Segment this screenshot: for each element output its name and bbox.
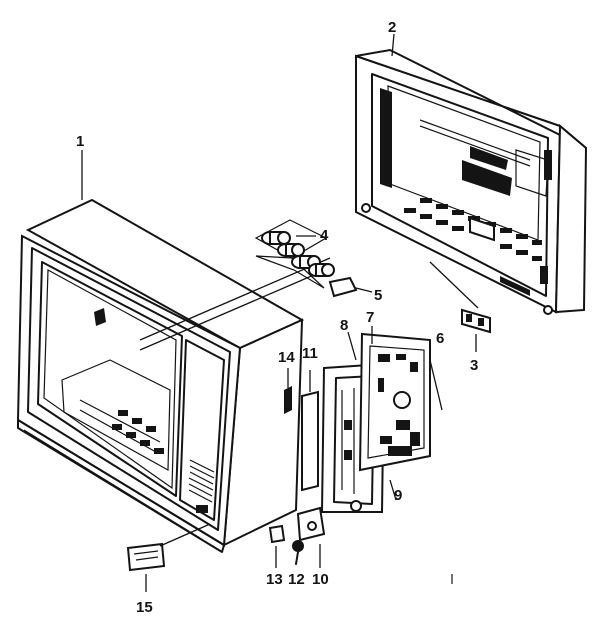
knob-set xyxy=(254,219,373,298)
callout-15: 15 xyxy=(136,599,153,616)
callout-9: 9 xyxy=(394,487,402,504)
callout-1: 1 xyxy=(76,133,84,150)
part-12-screw xyxy=(292,540,304,565)
callout-10: 10 xyxy=(312,571,329,588)
part-14-strip xyxy=(284,368,292,414)
part-13-clip xyxy=(268,524,286,568)
callout-11: 11 xyxy=(302,345,318,362)
speaker-grill xyxy=(188,459,215,513)
callout-8: 8 xyxy=(340,317,348,334)
callout-7: 7 xyxy=(366,309,374,326)
callout-6: 6 xyxy=(436,330,444,347)
interior-chassis-view xyxy=(61,359,171,472)
callout-labels: 1 2 3 4 5 6 7 8 9 10 11 12 13 14 15 xyxy=(76,19,478,616)
callout-2: 2 xyxy=(388,19,396,36)
rear-cover-interior xyxy=(380,85,552,296)
part-6-circuit-board xyxy=(358,326,443,501)
front-cabinet xyxy=(16,198,331,553)
callout-14: 14 xyxy=(278,349,295,366)
rear-cover xyxy=(355,48,588,315)
part-10-plate xyxy=(296,506,326,568)
part-3-clip xyxy=(429,261,491,352)
leader-2 xyxy=(391,33,395,57)
callout-3: 3 xyxy=(470,357,478,374)
callout-5: 5 xyxy=(374,287,382,304)
part-5-knob xyxy=(328,276,358,298)
part-11-strip xyxy=(301,370,319,492)
part-15-nameplate xyxy=(126,523,211,592)
callout-4: 4 xyxy=(320,227,329,244)
callout-13: 13 xyxy=(266,571,283,588)
callout-12: 12 xyxy=(288,571,305,588)
side-bracket xyxy=(94,308,106,326)
